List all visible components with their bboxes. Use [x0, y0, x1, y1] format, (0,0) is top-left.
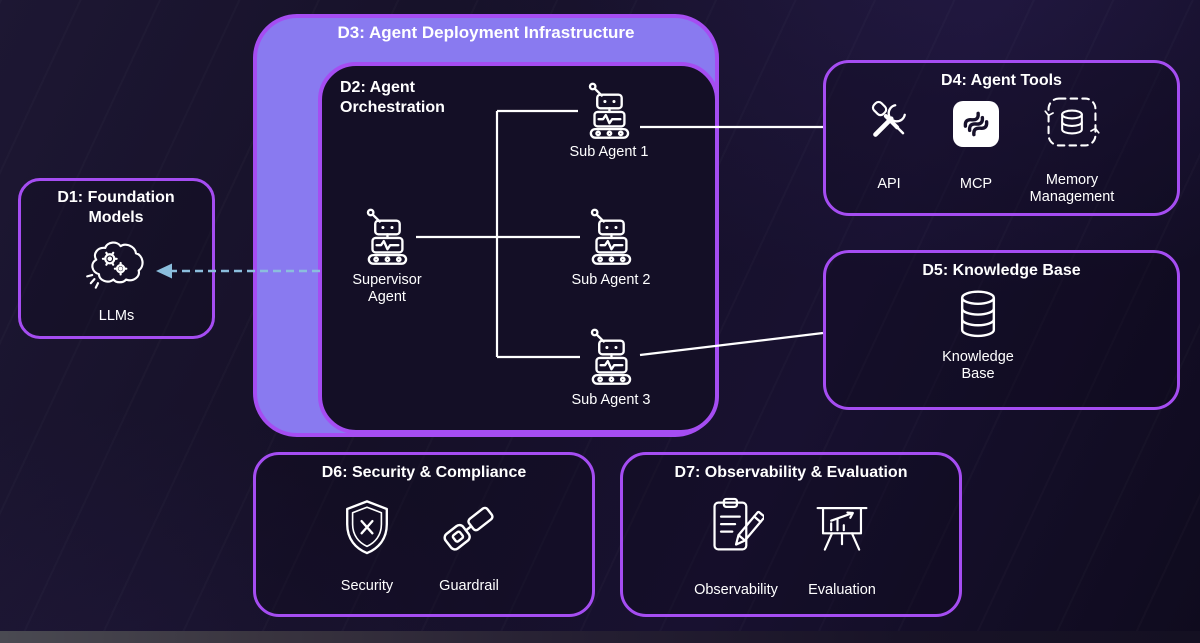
api-label: API: [877, 176, 901, 192]
robot-icon: [366, 208, 408, 265]
sub-agent-1-label: Sub Agent 1: [569, 144, 649, 160]
d6-title: D6: Security & Compliance: [321, 464, 527, 481]
crossed-tools-icon: [862, 94, 916, 148]
knowledge-base-label: Knowledge Base: [942, 349, 1014, 382]
d5-title: D5: Knowledge Base: [922, 262, 1081, 279]
memory-sync-icon: [1044, 97, 1100, 147]
d3-title: D3: Agent Deployment Infrastructure: [337, 23, 635, 42]
mcp-label: MCP: [959, 176, 993, 192]
supervisor-agent-label: Supervisor Agent: [352, 272, 422, 305]
d1-foundation-models-box: D1: Foundation Models LLMs: [18, 178, 215, 339]
guardrail-icon: [441, 503, 497, 553]
security-label: Security: [340, 578, 394, 594]
d4-title: D4: Agent Tools: [941, 72, 1062, 89]
sub-agent-2-label: Sub Agent 2: [571, 272, 651, 288]
observability-label: Observability: [694, 582, 778, 598]
mcp-logo-icon: [952, 100, 1000, 148]
database-icon: [960, 290, 996, 338]
evaluation-label: Evaluation: [808, 582, 876, 598]
clipboard-pencil-icon: [713, 497, 764, 551]
guardrail-label: Guardrail: [439, 578, 499, 594]
robot-icon: [590, 208, 632, 265]
d2-orchestration-box: D2: Agent Orchestration Supervisor Agent…: [318, 62, 719, 434]
d2-title: D2: Agent Orchestration: [340, 79, 445, 116]
memory-management-label: Memory Management: [1029, 172, 1115, 205]
brain-gears-icon: [86, 241, 144, 289]
llms-label: LLMs: [98, 308, 135, 324]
bottom-edge-strip: [0, 631, 1200, 643]
robot-icon: [590, 328, 632, 385]
d7-observability-evaluation-box: D7: Observability & Evaluation Observabi…: [620, 452, 962, 617]
sub-agent-3-label: Sub Agent 3: [571, 392, 651, 408]
shield-x-icon: [346, 500, 388, 555]
robot-icon: [588, 82, 630, 139]
d5-knowledge-base-box: D5: Knowledge Base Knowledge Base: [823, 250, 1180, 410]
d1-title: D1: Foundation Models: [57, 189, 175, 226]
d7-title: D7: Observability & Evaluation: [674, 464, 908, 481]
presentation-chart-icon: [816, 506, 868, 551]
d4-agent-tools-box: D4: Agent Tools API MCP Memory Managemen…: [823, 60, 1180, 216]
d6-security-compliance-box: D6: Security & Compliance Security Guard…: [253, 452, 595, 617]
